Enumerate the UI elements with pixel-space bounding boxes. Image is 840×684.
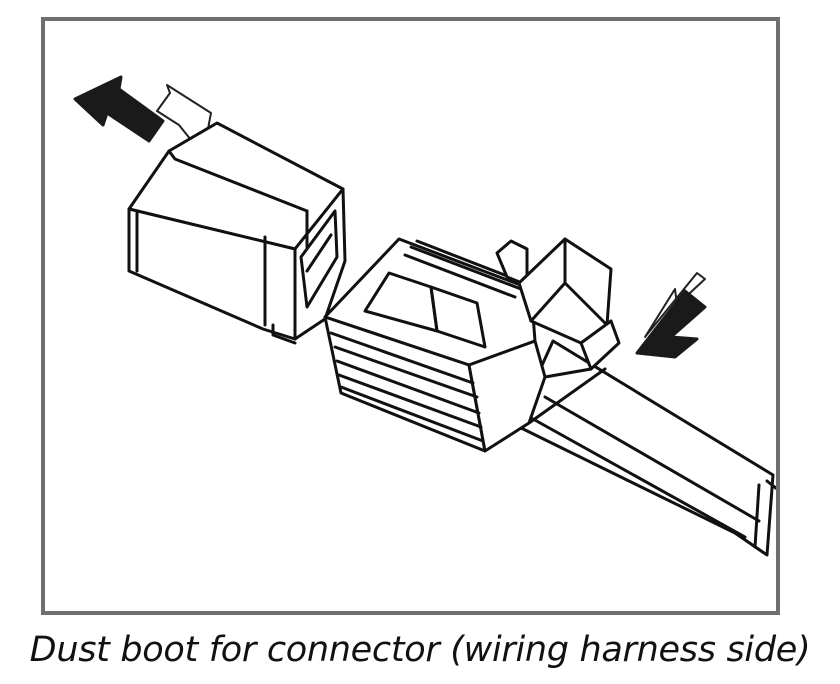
- connector-illustration: [73, 75, 776, 557]
- press-arrow-icon: [635, 272, 707, 359]
- diagram-frame: [41, 17, 780, 615]
- wiring-harness: [513, 339, 776, 557]
- connector-body: [323, 237, 621, 453]
- figure-caption: Dust boot for connector (wiring harness …: [29, 630, 811, 670]
- dust-boot-cap: [127, 121, 347, 345]
